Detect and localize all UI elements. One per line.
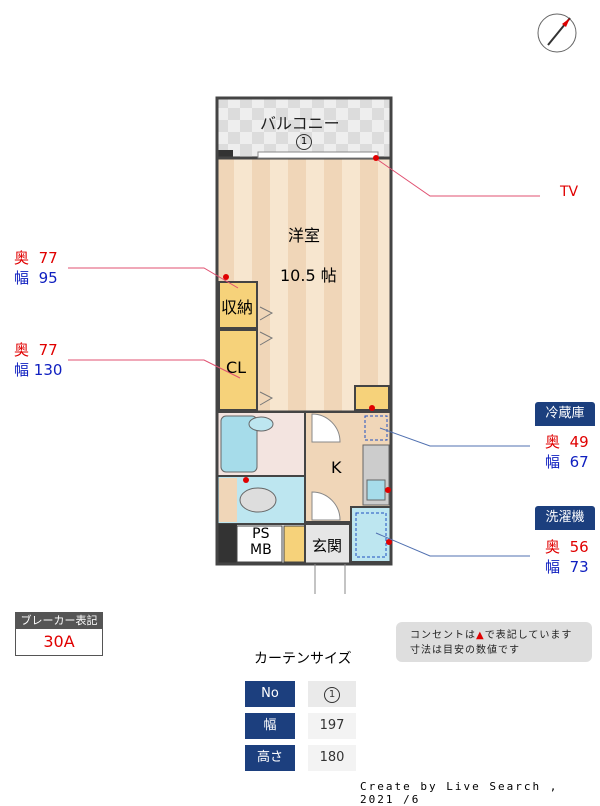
outlet-markers: [223, 155, 392, 545]
curtain-value-no: 1: [308, 681, 356, 707]
note-box: コンセントは▲で表記しています 寸法は目安の数値です: [396, 622, 592, 662]
entrance-label: 玄関: [312, 537, 343, 555]
storage-dims: 奥 77 幅 95: [14, 248, 64, 288]
fridge-dims: 奥 49 幅 67: [545, 433, 589, 471]
curtain-title: カーテンサイズ: [254, 651, 352, 667]
ps-label: PS: [252, 526, 270, 542]
outlet-icon: ▲: [476, 630, 485, 641]
bathtub: [220, 415, 258, 473]
storage: [218, 281, 258, 329]
entrance: [304, 523, 351, 565]
washer-dims: 奥 56 幅 73: [545, 538, 589, 576]
curtain-value-width: 197: [308, 713, 356, 739]
breaker-value: 30A: [43, 632, 75, 651]
storage-label: 収納: [221, 298, 254, 317]
kitchen-label: K: [331, 458, 342, 477]
footer-credit: Create by Live Search , 2021 /6: [360, 780, 559, 806]
curtain-value-height: 180: [308, 745, 356, 771]
closet: [218, 329, 258, 411]
mb-label: MB: [250, 542, 272, 558]
fridge-badge: 冷蔵庫: [535, 402, 595, 426]
washer-space: [350, 506, 392, 563]
balcony-label: バルコニー: [260, 114, 340, 133]
tv-label: TV: [560, 184, 579, 200]
leader-lines-red: [68, 159, 540, 379]
compass-icon: [537, 13, 577, 53]
width: 幅 95: [14, 269, 58, 287]
depth: 奥 77: [14, 341, 58, 359]
curtain-header-no: No: [245, 681, 295, 707]
breaker-box: ブレーカー表記 30A: [15, 612, 103, 656]
breaker-title: ブレーカー表記: [16, 613, 102, 629]
sink: [248, 416, 274, 432]
curtain-header-height: 高さ: [245, 745, 295, 771]
balcony-number: 1: [296, 134, 312, 150]
leader-lines-blue: [375, 427, 530, 557]
closet-dims: 奥 77 幅 130: [14, 340, 74, 380]
closet-label: CL: [226, 358, 247, 377]
curtain-header-width: 幅: [245, 713, 295, 739]
ps-mb: [236, 525, 283, 563]
western-room-label: 洋室: [288, 226, 321, 245]
western-room-size: 10.5 帖: [280, 266, 337, 285]
width: 幅 130: [14, 361, 63, 379]
depth: 奥 77: [14, 249, 58, 267]
washer-badge: 洗濯機: [535, 506, 595, 530]
fridge-space: [364, 415, 388, 441]
